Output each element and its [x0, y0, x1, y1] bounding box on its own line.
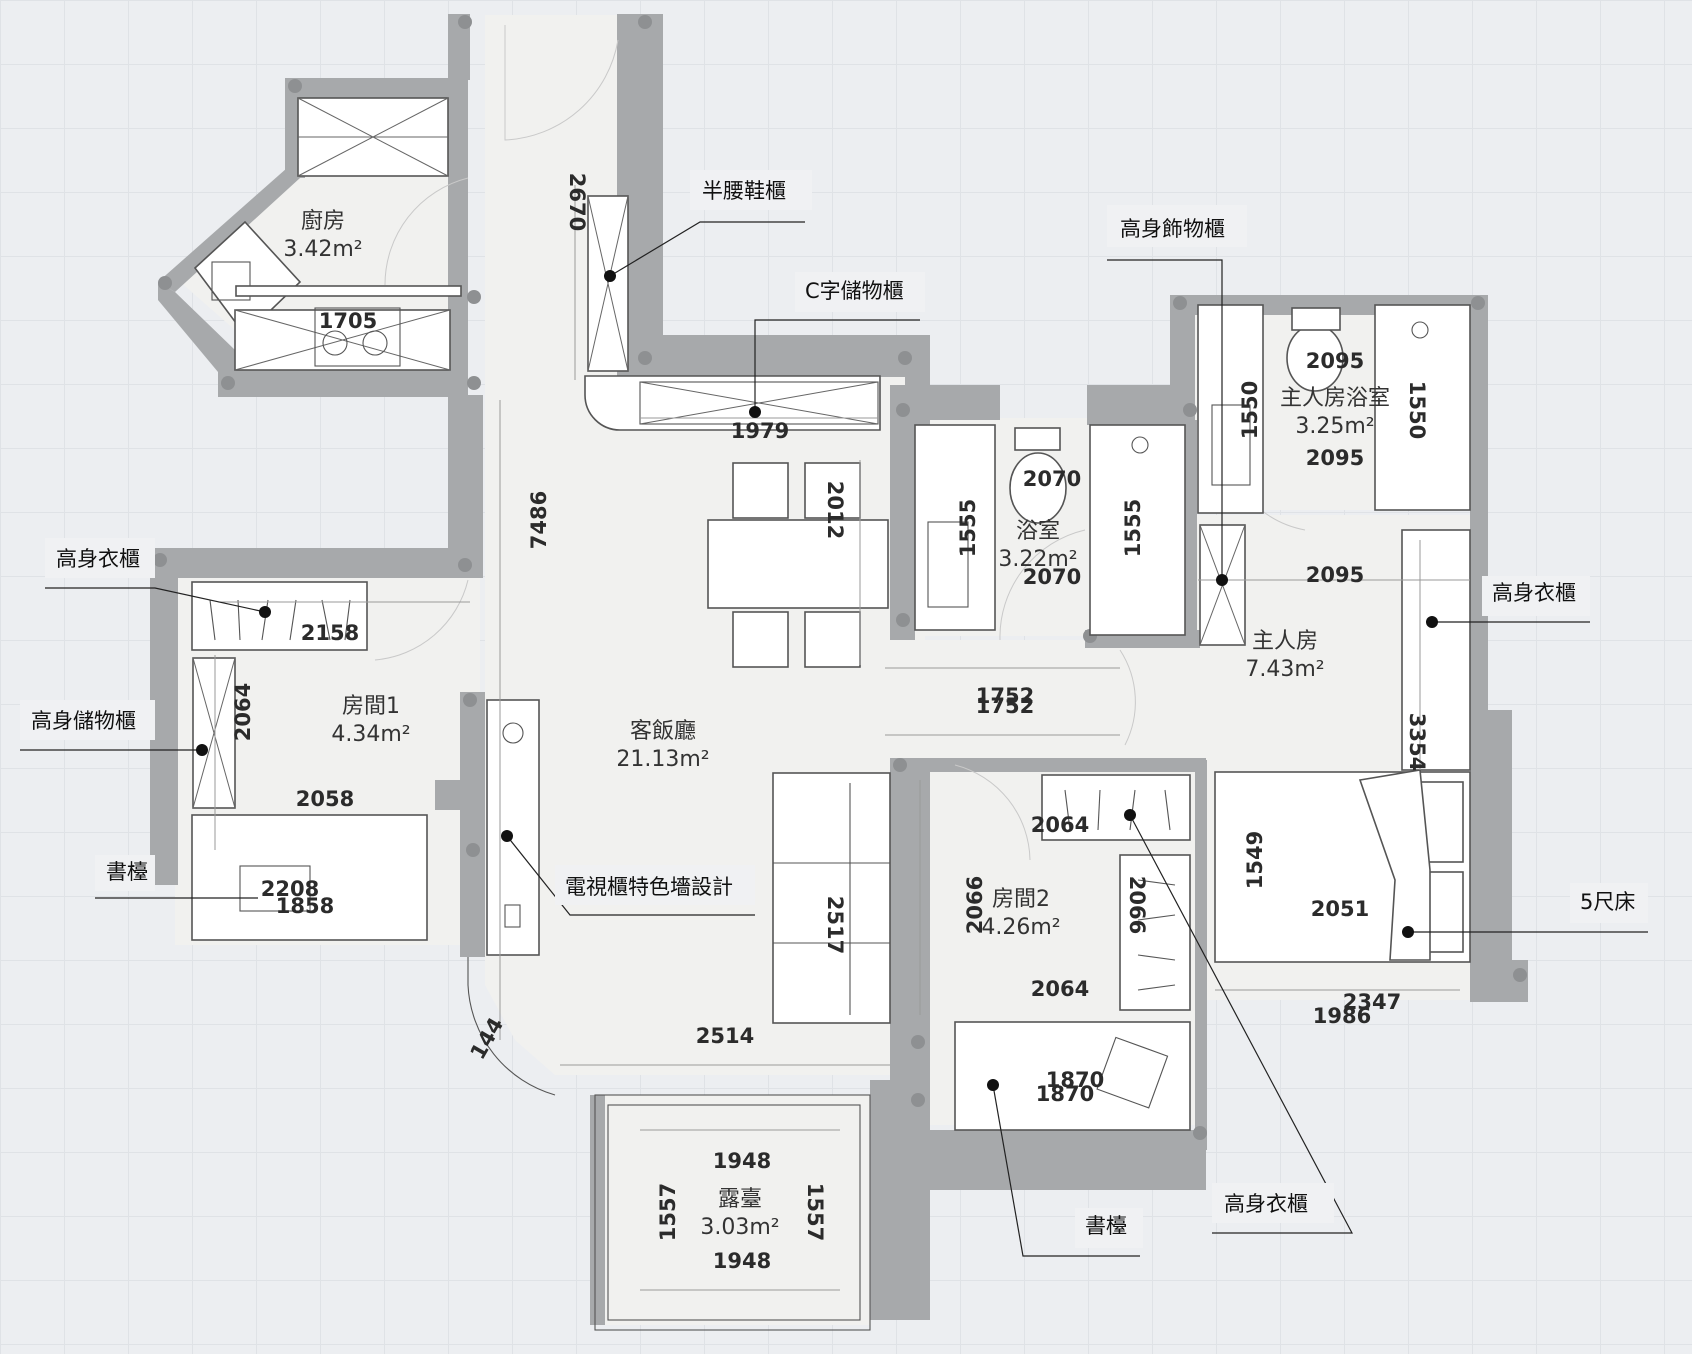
room-name-master-bath: 主人房浴室	[1280, 386, 1390, 411]
dim-kitchen-counter: 1705	[319, 309, 377, 333]
room-area-bathroom: 3.22m²	[998, 547, 1077, 572]
room-name-room2: 房間2	[992, 887, 1050, 912]
dim-c-storage: 1979	[731, 419, 789, 443]
dim-balcony-right: 1557	[803, 1183, 827, 1241]
dim-master-bath-top: 2095	[1306, 349, 1364, 373]
dimension-lines	[214, 185, 1470, 1291]
dim-master-bath-left: 1550	[1238, 381, 1262, 439]
room-name-bathroom: 浴室	[1016, 519, 1060, 544]
dim-room1-left: 2064	[231, 683, 255, 741]
pillars	[153, 15, 1527, 1140]
dim-dining: 2012	[823, 481, 847, 539]
room-area-balcony: 3.03m²	[700, 1215, 779, 1240]
callout-labels: 半腰鞋櫃 C字儲物櫃 高身飾物櫃 高身衣櫃 高身儲物櫃 書檯 電視櫃特色墻設計 …	[20, 170, 1648, 1248]
dim-master-bottom-b: 1986	[1313, 1004, 1371, 1028]
room-area-master-room: 7.43m²	[1245, 657, 1324, 682]
label-tv-wall: 電視櫃特色墻設計	[565, 875, 733, 899]
label-storage-room1: 高身儲物櫃	[31, 709, 136, 733]
dim-room1-bottom: 2058	[296, 787, 354, 811]
dim-bath-bottom: 2070	[1023, 565, 1081, 589]
dim-hallway-b: 1752	[976, 694, 1034, 718]
room-area-room1: 4.34m²	[331, 722, 410, 747]
dim-bed-height: 1549	[1243, 831, 1267, 889]
room-name-living-dining: 客飯廳	[630, 719, 696, 744]
dim-room1-wardrobe: 2158	[301, 621, 359, 645]
dim-bath-right: 1555	[1121, 499, 1145, 557]
room-name-balcony: 露臺	[718, 1187, 762, 1212]
dim-hallway-a: 1752	[976, 684, 1034, 708]
dim-living-bottom: 2514	[696, 1024, 754, 1048]
dim-master-room-top: 2095	[1306, 563, 1364, 587]
room-labels: 廚房 3.42m² 房間1 4.34m² 客飯廳 21.13m² 浴室 3.22…	[283, 209, 1390, 1240]
label-bed: 5尺床	[1580, 890, 1635, 914]
label-wardrobe-master: 高身衣櫃	[1492, 581, 1576, 605]
furniture	[191, 97, 1471, 1331]
dim-master-bottom-a: 2347	[1343, 990, 1401, 1014]
room-area-master-bath: 3.25m²	[1295, 414, 1374, 439]
dim-bed-width: 2051	[1311, 897, 1369, 921]
label-wardrobe-room2: 高身衣櫃	[1224, 1192, 1308, 1216]
dim-room2-desk-a: 1870	[1046, 1068, 1104, 1092]
room-name-kitchen: 廚房	[301, 209, 345, 234]
label-display-cabinet: 高身飾物櫃	[1120, 217, 1225, 241]
dim-master-bath-bottom: 2095	[1306, 446, 1364, 470]
dim-room2-bottom: 2064	[1031, 977, 1089, 1001]
label-shoe-cabinet: 半腰鞋櫃	[702, 179, 786, 203]
dim-bath-left: 1555	[956, 499, 980, 557]
dim-room1-desk-a: 2208	[261, 877, 319, 901]
room-area-living-dining: 21.13m²	[616, 747, 709, 772]
dim-living-length: 7486	[527, 491, 551, 549]
label-c-storage: C字儲物櫃	[805, 279, 904, 303]
dim-shoe-cabinet: 2670	[565, 173, 589, 231]
dim-balcony-top: 1948	[713, 1149, 771, 1173]
dim-master-wardrobe: 3354	[1405, 713, 1429, 771]
room-area-room2: 4.26m²	[981, 915, 1060, 940]
dim-balcony-bottom: 1948	[713, 1249, 771, 1273]
dim-room2-right: 2066	[1125, 876, 1149, 934]
dim-bath-top: 2070	[1023, 467, 1081, 491]
label-wardrobe-room1: 高身衣櫃	[56, 547, 140, 571]
room-name-room1: 房間1	[342, 694, 400, 719]
dim-curve: 144	[466, 1014, 509, 1064]
label-desk-room1: 書檯	[106, 860, 148, 884]
callout-leaders	[20, 221, 1648, 1257]
dim-sofa: 2517	[823, 896, 847, 954]
label-desk-room2: 書檯	[1085, 1214, 1127, 1238]
dim-master-bath-right: 1550	[1405, 381, 1429, 439]
dim-balcony-left: 1557	[656, 1183, 680, 1241]
room-area-kitchen: 3.42m²	[283, 237, 362, 262]
dim-room1-desk-b: 1858	[276, 894, 334, 918]
dim-room2-top: 2064	[1031, 813, 1089, 837]
room-name-master-room: 主人房	[1252, 629, 1318, 654]
dim-room2-desk-b: 1870	[1036, 1082, 1094, 1106]
dim-room2-left: 2066	[963, 876, 987, 934]
